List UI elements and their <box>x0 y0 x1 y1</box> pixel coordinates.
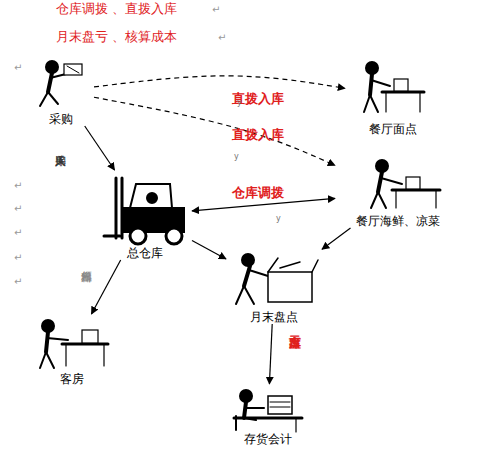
person-leg <box>40 352 46 368</box>
goods-hatch <box>67 66 79 73</box>
person-leg <box>370 95 378 112</box>
flow-arrow <box>192 241 226 259</box>
person-leg <box>46 352 54 368</box>
table-leg <box>65 344 66 366</box>
person-body <box>244 266 250 286</box>
node-caption: 餐厅面点 <box>345 122 441 136</box>
node-caption: 总仓库 <box>98 246 192 260</box>
note-label: y <box>237 99 242 108</box>
person-arm <box>381 178 402 184</box>
person-leg <box>48 92 58 104</box>
forklift-wheel <box>166 228 182 244</box>
dashed-arrow <box>94 76 345 88</box>
computer-screen <box>268 396 292 414</box>
person-leg <box>236 286 244 304</box>
table-leg <box>435 190 436 208</box>
forklift-cab <box>130 184 172 208</box>
node-caption: 存货会计 <box>226 432 310 446</box>
forklift-mast <box>115 178 118 238</box>
goods-box <box>82 330 98 343</box>
forklift-wheel <box>130 228 146 244</box>
desk-leg <box>295 418 296 432</box>
person-leg <box>244 286 254 304</box>
flow-arrow <box>269 324 272 384</box>
person-leg <box>364 95 370 112</box>
driver-head <box>147 193 157 203</box>
table-leg <box>395 190 396 208</box>
person-arm <box>371 80 390 86</box>
note-label: ↵ <box>14 227 22 238</box>
dashed-arrow <box>94 97 335 165</box>
person-body <box>48 73 52 92</box>
person-arm <box>249 270 268 276</box>
person-body <box>370 74 372 95</box>
note-label: y <box>234 153 239 162</box>
node-caption: 餐厅海鲜、凉菜 <box>335 214 460 228</box>
person-head <box>242 254 254 266</box>
goods-box <box>406 177 420 189</box>
person-body <box>244 402 246 418</box>
note-label: 仓库调拨 、直拨入库 <box>56 2 177 16</box>
table-leg <box>385 92 386 112</box>
table-leg <box>103 344 104 366</box>
table-leg <box>419 92 420 112</box>
stock-box <box>268 272 312 302</box>
figure-node: 总仓库 <box>98 170 192 260</box>
person-leg <box>371 192 378 208</box>
figure-node: 餐厅面点 <box>345 56 441 136</box>
person-body <box>46 332 48 352</box>
figure-node: 采购 <box>28 56 94 126</box>
edge-label: 直拨入库 <box>232 128 284 142</box>
goods-box <box>394 79 408 91</box>
note-label: ↵ <box>212 4 220 15</box>
node-caption: 采购 <box>28 112 94 126</box>
note-label: ↵ <box>14 252 22 263</box>
figure-node: 存货会计 <box>226 384 310 446</box>
person-leg <box>378 192 386 208</box>
flow-arrow <box>85 126 115 170</box>
note-label: ↵ <box>14 276 22 287</box>
note-label: 月末盘亏 、核算成本 <box>56 30 177 44</box>
box-flaps <box>268 258 318 272</box>
figure-node: 餐厅海鲜、凉菜 <box>335 158 460 228</box>
node-caption: 客房 <box>30 372 114 386</box>
figure-node: 月末盘点 <box>226 246 322 324</box>
note-label: ↵ <box>14 203 22 214</box>
figure-node: 客房 <box>30 314 114 386</box>
person-body <box>378 172 382 192</box>
person-arm <box>47 338 68 340</box>
forklift-fork <box>104 235 120 238</box>
person-arm <box>245 407 264 409</box>
note-label: y <box>276 215 281 224</box>
person-leg <box>40 92 48 106</box>
goods-box <box>64 64 82 75</box>
flow-arrow <box>192 198 335 210</box>
note-label: ↵ <box>218 32 226 43</box>
desk <box>234 417 302 420</box>
note-label: ↵ <box>14 62 22 73</box>
note-label: ↵ <box>14 180 22 191</box>
screen-lines <box>270 402 290 407</box>
node-caption: 月末盘点 <box>226 310 322 324</box>
edge-label: 仓库调拨 <box>232 186 284 200</box>
flow-arrow <box>91 260 120 314</box>
flow-arrow <box>322 228 351 249</box>
